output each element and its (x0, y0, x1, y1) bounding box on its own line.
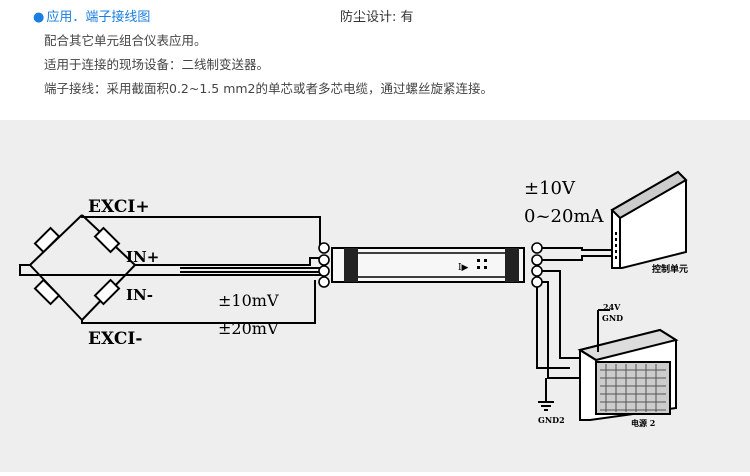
label-exci-minus: EXCI- (88, 329, 142, 349)
input-terminals (318, 242, 330, 288)
input-wires (19, 215, 321, 324)
label-10mv: ±10mV (218, 291, 279, 310)
description-line-3: 端子接线：采用截面积0.2~1.5 mm2的单芯或者多芯电缆，通过螺丝旋紧连接。 (44, 81, 494, 96)
header-area: ●应用．端子接线图 防尘设计: 有 配合其它单元组合仪表应用。 适用于连接的现场… (0, 0, 750, 120)
section-title: ●应用．端子接线图 (33, 6, 150, 25)
section-title-text: 应用．端子接线图 (46, 10, 151, 25)
output-terminals (531, 242, 543, 288)
bullet-icon: ● (33, 10, 45, 25)
dust-proof-label: 防尘设计: 有 (340, 10, 414, 25)
wiring-diagram-svg: I▶ (19, 170, 688, 428)
label-power-2: 电源 2 (631, 418, 655, 428)
svg-text:I▶: I▶ (458, 263, 469, 273)
description-line-2: 适用于连接的现场设备：二线制变送器。 (44, 57, 270, 72)
description-line-1: 配合其它单元组合仪表应用。 (44, 33, 207, 48)
label-10v: ±10V (524, 178, 576, 199)
label-20mv: ±20mV (218, 319, 279, 338)
label-control-unit: 控制单元 (652, 263, 688, 275)
output-wires (536, 247, 612, 379)
label-in-plus: IN+ (126, 248, 159, 266)
bridge (29, 214, 136, 321)
power-supply-grid (600, 364, 666, 412)
control-unit (610, 170, 688, 269)
label-exci-plus: EXCI+ (88, 197, 150, 217)
wiring-diagram: I▶ (0, 120, 750, 472)
label-24v: 24V (603, 302, 621, 312)
isolator-module: I▶ (331, 247, 525, 283)
label-gnd: GND (602, 313, 623, 323)
label-in-minus: IN- (126, 286, 153, 304)
label-gnd2: GND2 (538, 415, 565, 425)
label-20ma: 0~20mA (524, 206, 605, 227)
bridge-resistors (33, 226, 121, 306)
ground-icon (538, 309, 610, 411)
power-supply (577, 328, 679, 421)
